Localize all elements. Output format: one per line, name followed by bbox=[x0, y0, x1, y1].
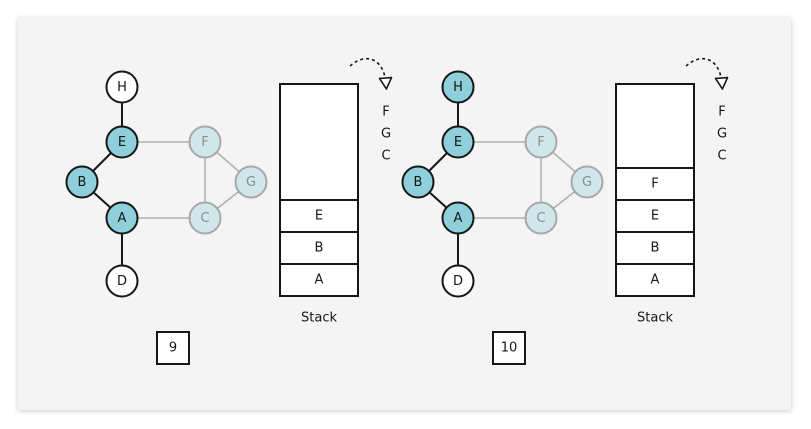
node-circle bbox=[524, 125, 558, 159]
stack-item-e: E bbox=[315, 209, 323, 224]
node-label: D bbox=[453, 274, 463, 289]
stack-caption: Stack bbox=[637, 311, 673, 326]
node-circle bbox=[441, 125, 475, 159]
node-label: C bbox=[200, 211, 209, 226]
node-label: D bbox=[117, 274, 127, 289]
node-d: D bbox=[441, 264, 475, 298]
node-label: H bbox=[453, 80, 463, 95]
node-circle bbox=[570, 165, 604, 199]
node-label: G bbox=[582, 175, 592, 190]
node-label: B bbox=[414, 175, 423, 190]
push-arrow-icon bbox=[685, 57, 729, 90]
node-d: D bbox=[105, 264, 139, 298]
node-circle bbox=[188, 201, 222, 235]
node-label: B bbox=[78, 175, 87, 190]
node-circle bbox=[441, 70, 475, 104]
node-label: E bbox=[118, 135, 126, 150]
node-g: G bbox=[570, 165, 604, 199]
node-label: F bbox=[537, 135, 544, 150]
pending-item-g: G bbox=[381, 127, 391, 142]
stack-item-a: A bbox=[315, 273, 324, 288]
node-label: E bbox=[454, 135, 462, 150]
node-c: C bbox=[524, 201, 558, 235]
node-circle bbox=[188, 125, 222, 159]
node-label: G bbox=[246, 175, 256, 190]
pending-item-f: F bbox=[718, 105, 725, 120]
pending-item-c: C bbox=[381, 149, 390, 164]
node-circle bbox=[441, 264, 475, 298]
node-h: H bbox=[105, 70, 139, 104]
graph-nodes: H E B A D F G C bbox=[65, 70, 268, 298]
step-number: 10 bbox=[501, 341, 518, 356]
node-label: C bbox=[536, 211, 545, 226]
node-label: H bbox=[117, 80, 127, 95]
graph-nodes: H E B A D F G C bbox=[401, 70, 604, 298]
step-number: 9 bbox=[169, 341, 177, 356]
step-badge: 10 bbox=[492, 331, 526, 365]
step-badge-box bbox=[492, 331, 526, 365]
node-f: F bbox=[188, 125, 222, 159]
node-circle bbox=[401, 165, 435, 199]
stack-item-b: B bbox=[651, 241, 660, 256]
stack-item-a: A bbox=[651, 273, 660, 288]
node-circle bbox=[105, 264, 139, 298]
node-circle bbox=[105, 125, 139, 159]
stack: E B A bbox=[279, 83, 359, 297]
node-label: A bbox=[454, 211, 463, 226]
stack-item-f: F bbox=[651, 177, 658, 192]
node-circle bbox=[441, 201, 475, 235]
graph-edges bbox=[81, 87, 252, 281]
stack-caption: Stack bbox=[301, 311, 337, 326]
step-badge-box bbox=[156, 331, 190, 365]
node-circle bbox=[105, 201, 139, 235]
node-a: A bbox=[105, 201, 139, 235]
pending-item-c: C bbox=[717, 149, 726, 164]
node-a: A bbox=[441, 201, 475, 235]
node-b: B bbox=[65, 165, 99, 199]
node-g: G bbox=[234, 165, 268, 199]
node-h: H bbox=[441, 70, 475, 104]
node-e: E bbox=[105, 125, 139, 159]
step-badge: 9 bbox=[156, 331, 190, 365]
pending-item-f: F bbox=[382, 105, 389, 120]
node-c: C bbox=[188, 201, 222, 235]
pending-item-g: G bbox=[717, 127, 727, 142]
push-arrow-icon bbox=[349, 57, 393, 90]
node-circle bbox=[234, 165, 268, 199]
stack: F E B A bbox=[615, 83, 695, 297]
stack-container bbox=[279, 83, 359, 297]
node-b: B bbox=[401, 165, 435, 199]
pending-items: FGC bbox=[717, 105, 727, 164]
node-circle bbox=[65, 165, 99, 199]
stack-item-b: B bbox=[315, 241, 324, 256]
stack-container bbox=[615, 83, 695, 297]
node-circle bbox=[105, 70, 139, 104]
pending-items: FGC bbox=[381, 105, 391, 164]
node-label: F bbox=[201, 135, 208, 150]
stack-item-e: E bbox=[651, 209, 659, 224]
node-circle bbox=[524, 201, 558, 235]
node-e: E bbox=[441, 125, 475, 159]
node-f: F bbox=[524, 125, 558, 159]
graph-edges bbox=[417, 87, 588, 281]
node-label: A bbox=[118, 211, 127, 226]
